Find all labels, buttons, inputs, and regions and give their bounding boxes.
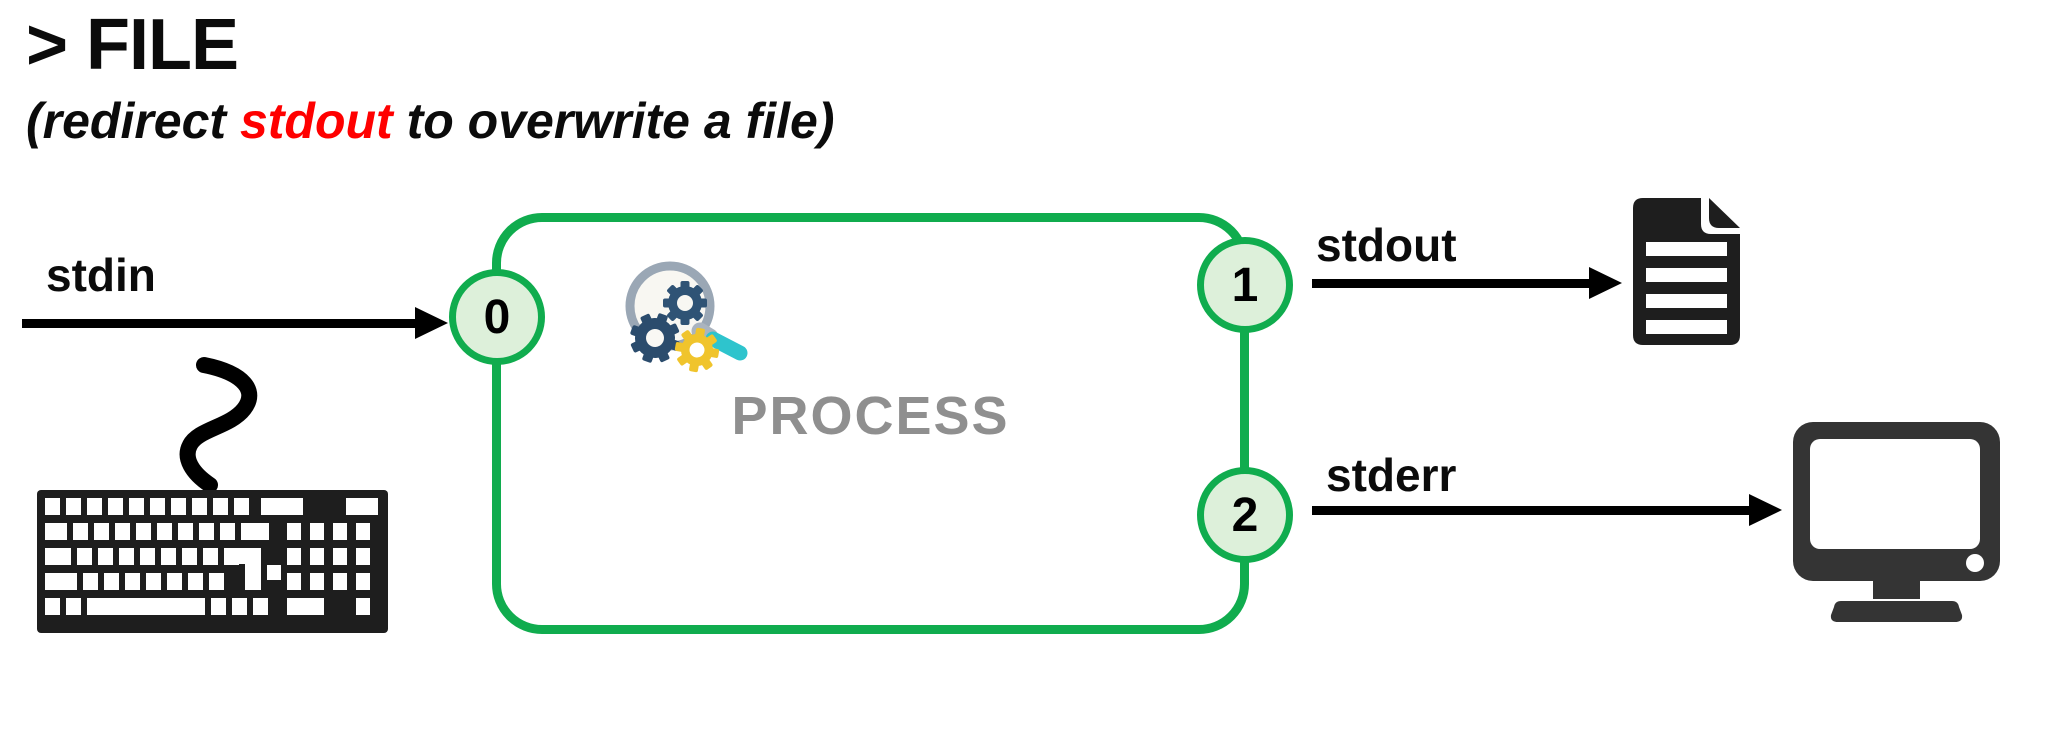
fd-circle-0: 0 xyxy=(449,269,545,365)
stdin-label: stdin xyxy=(46,249,156,301)
stdout-arrow xyxy=(1312,267,1622,299)
stdout-label: stdout xyxy=(1316,219,1457,271)
stderr-arrow xyxy=(1312,494,1782,526)
fd-2-number: 2 xyxy=(1231,488,1259,542)
fd-circle-1: 1 xyxy=(1197,237,1293,333)
subtitle-suffix: to overwrite a file) xyxy=(392,93,835,149)
document-file-icon xyxy=(1633,198,1740,345)
stdin-arrow-line xyxy=(22,318,418,328)
process-label: PROCESS xyxy=(731,386,1010,446)
gears-magnifier-icon xyxy=(625,261,748,373)
fd-1-number: 1 xyxy=(1231,258,1259,312)
fd-0-number: 0 xyxy=(483,290,511,344)
stdin-arrow xyxy=(22,307,448,339)
keyboard-cable-icon xyxy=(179,357,258,493)
stderr-arrow-line xyxy=(1312,505,1752,515)
fd-circle-2: 2 xyxy=(1197,467,1293,563)
subtitle-prefix: (redirect xyxy=(26,93,240,149)
process-box xyxy=(492,213,1249,634)
stderr-arrow-head xyxy=(1749,494,1782,526)
stdin-arrow-head xyxy=(415,307,448,339)
subtitle-highlight-stdout: stdout xyxy=(239,93,393,149)
stdout-arrow-head xyxy=(1589,267,1622,299)
stderr-label: stderr xyxy=(1326,449,1457,501)
stdout-arrow-line xyxy=(1312,278,1592,288)
computer-monitor-icon xyxy=(1793,422,2000,622)
page-subtitle: (redirect stdout to overwrite a file) xyxy=(26,94,834,149)
page-title: > FILE xyxy=(26,5,239,85)
keyboard-icon xyxy=(37,490,388,633)
